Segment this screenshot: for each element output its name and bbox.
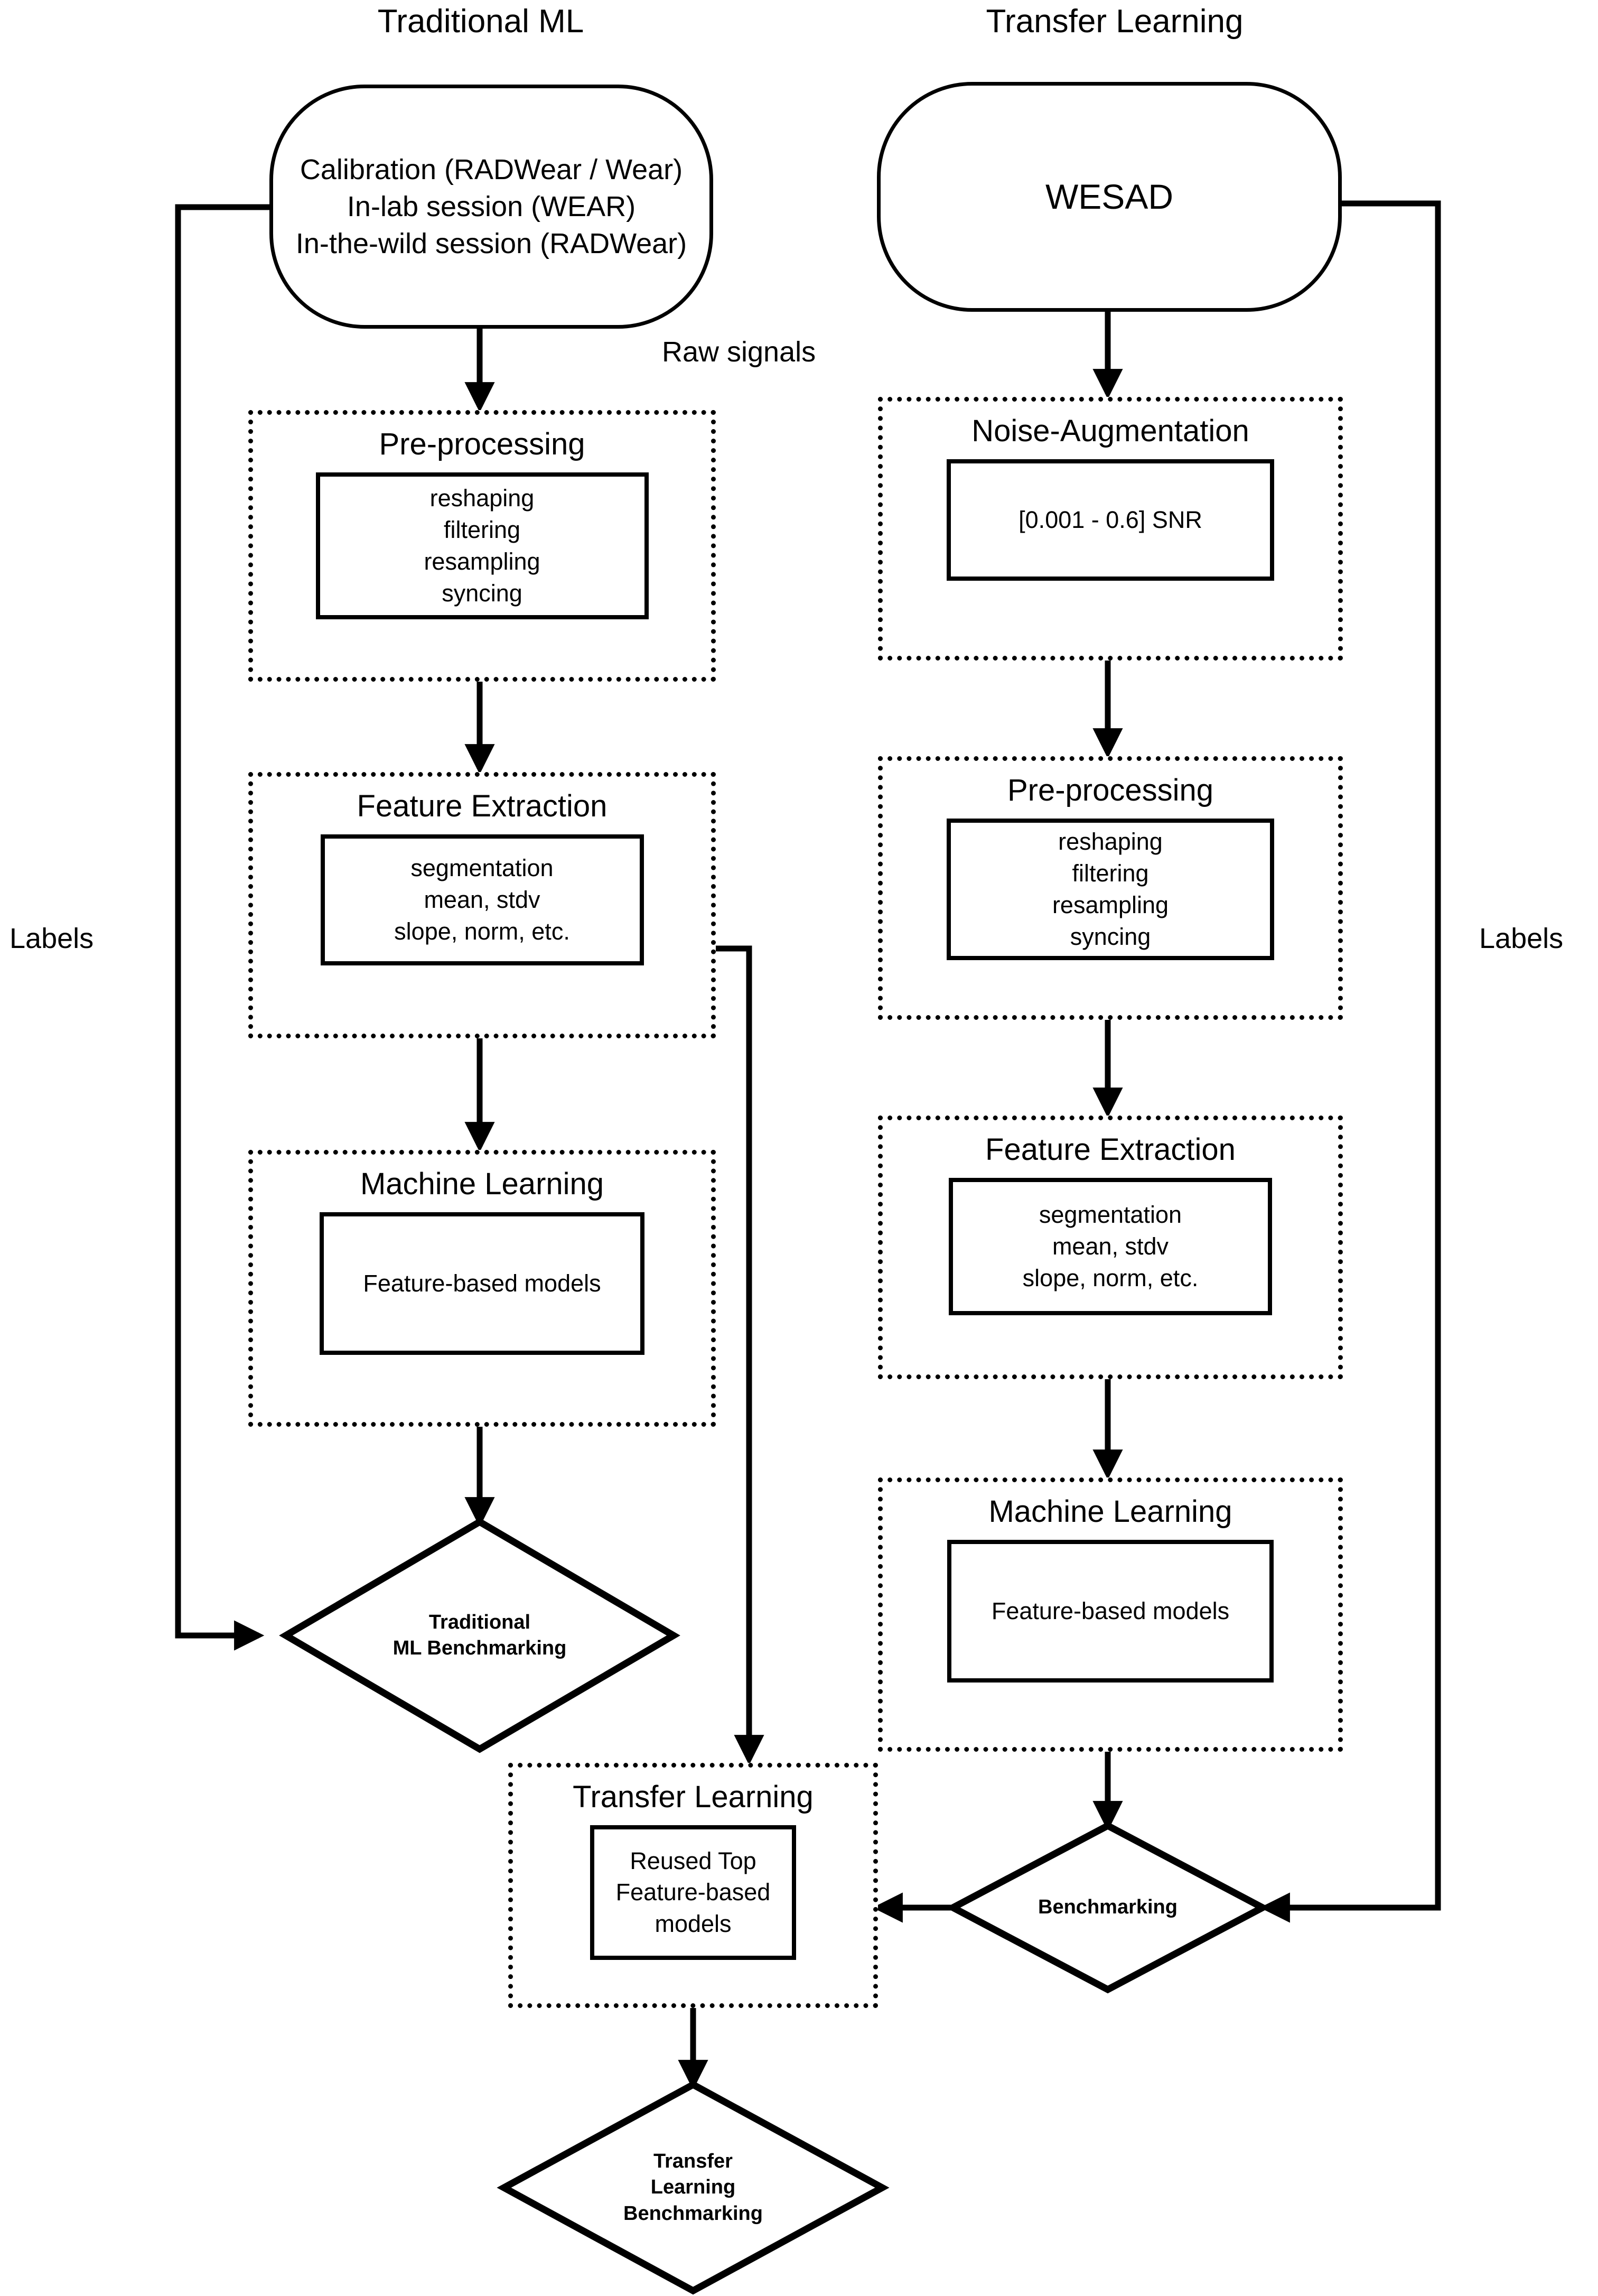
left-stage-feature-extraction[interactable]: Feature Extraction segmentation mean, st… [248, 772, 716, 1038]
left-preprocessing-title: Pre-processing [379, 427, 585, 461]
left-source-line-1: Calibration (RADWear / Wear) [300, 153, 683, 185]
right-feature-extraction-inner: segmentation mean, stdv slope, norm, etc… [949, 1177, 1272, 1315]
right-noise-augmentation-title: Noise-Augmentation [971, 414, 1249, 448]
left-benchmark-label: Traditional ML Benchmarking [393, 1611, 567, 1659]
left-source-line-2: In-lab session (WEAR) [347, 190, 636, 222]
column-title-transfer-learning: Transfer Learning [986, 3, 1244, 40]
center-benchmark-node[interactable]: Transfer Learning Benchmarking [504, 2085, 882, 2291]
center-transfer-learning-inner: Reused Top Feature-based models [590, 1825, 796, 1960]
wire-left-fe-to-transfer [716, 945, 764, 1765]
left-feature-extraction-title: Feature Extraction [357, 789, 608, 823]
left-source-text: Calibration (RADWear / Wear) In-lab sess… [296, 151, 687, 263]
left-benchmark-node[interactable]: Traditional ML Benchmarking [286, 1522, 674, 1749]
left-stage-preprocessing[interactable]: Pre-processing reshaping filtering resam… [248, 410, 716, 682]
left-preprocessing-inner: reshaping filtering resampling syncing [315, 472, 649, 619]
right-feature-extraction-title: Feature Extraction [985, 1132, 1236, 1167]
right-source-node[interactable]: WESAD [877, 82, 1342, 312]
left-machine-learning-title: Machine Learning [360, 1167, 604, 1201]
left-machine-learning-inner: Feature-based models [320, 1212, 644, 1355]
left-stage-machine-learning[interactable]: Machine Learning Feature-based models [248, 1150, 716, 1427]
edge-label-raw-signals: Raw signals [662, 336, 816, 368]
right-stage-preprocessing[interactable]: Pre-processing reshaping filtering resam… [878, 756, 1343, 1020]
edge-label-labels-left: Labels [10, 923, 94, 954]
column-title-traditional-ml: Traditional ML [377, 3, 584, 40]
right-benchmark-node[interactable]: Benchmarking [953, 1826, 1263, 1990]
right-source-label: WESAD [1045, 176, 1174, 216]
right-stage-machine-learning[interactable]: Machine Learning Feature-based models [878, 1477, 1343, 1752]
left-source-node[interactable]: Calibration (RADWear / Wear) In-lab sess… [269, 85, 713, 329]
left-source-line-3: In-the-wild session (RADWear) [295, 228, 687, 260]
right-stage-feature-extraction[interactable]: Feature Extraction segmentation mean, st… [878, 1116, 1343, 1379]
right-machine-learning-inner: Feature-based models [947, 1539, 1274, 1683]
right-noise-augmentation-inner: [0.001 - 0.6] SNR [947, 459, 1274, 581]
right-machine-learning-title: Machine Learning [988, 1494, 1232, 1529]
edge-label-labels-right: Labels [1479, 923, 1564, 954]
left-feature-extraction-inner: segmentation mean, stdv slope, norm, etc… [320, 834, 644, 965]
right-stage-noise-augmentation[interactable]: Noise-Augmentation [0.001 - 0.6] SNR [878, 397, 1343, 661]
center-stage-transfer-learning[interactable]: Transfer Learning Reused Top Feature-bas… [508, 1763, 878, 2008]
center-transfer-learning-title: Transfer Learning [573, 1780, 814, 1814]
center-benchmark-label: Transfer Learning Benchmarking [623, 2150, 763, 2225]
right-preprocessing-title: Pre-processing [1007, 773, 1214, 807]
right-benchmark-label: Benchmarking [1038, 1896, 1178, 1919]
right-preprocessing-inner: reshaping filtering resampling syncing [947, 818, 1274, 960]
